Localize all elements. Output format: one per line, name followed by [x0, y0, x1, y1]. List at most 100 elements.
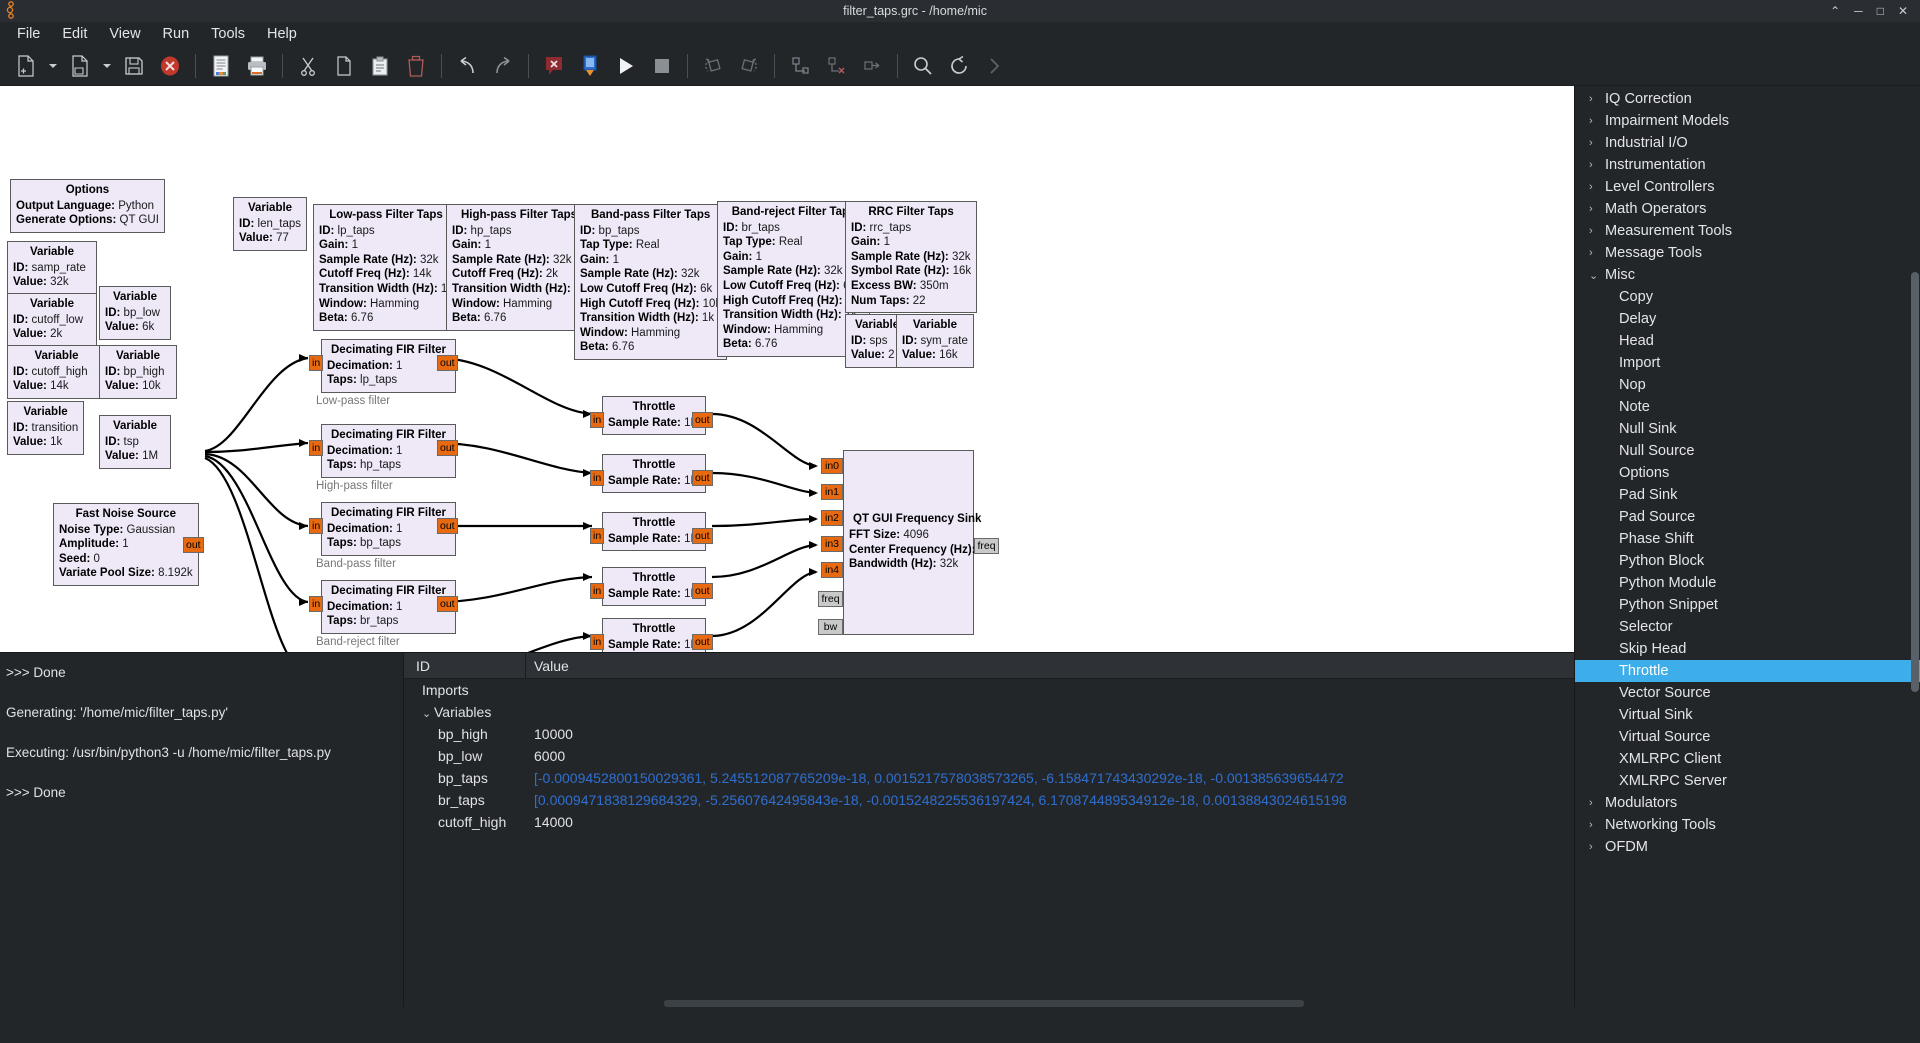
toggle-bypass-icon[interactable]: [854, 49, 890, 83]
message-port-freq[interactable]: freq: [818, 591, 843, 607]
menu-view[interactable]: View: [100, 24, 149, 44]
input-port[interactable]: in: [309, 518, 323, 534]
tree-pad-source[interactable]: Pad Source: [1575, 506, 1920, 528]
tree-throttle[interactable]: Throttle: [1575, 660, 1920, 682]
restore-button[interactable]: ─: [1854, 5, 1863, 17]
tree-networking-tools[interactable]: ›Networking Tools: [1575, 814, 1920, 836]
chevron-right-icon[interactable]: ›: [1589, 181, 1605, 193]
tree-note[interactable]: Note: [1575, 396, 1920, 418]
block-throttle-5[interactable]: ThrottleSample Rate: 1M: [602, 618, 706, 652]
menu-file[interactable]: File: [8, 24, 49, 44]
tree-xmlrpc-client[interactable]: XMLRPC Client: [1575, 748, 1920, 770]
block-variable-cutoff-high[interactable]: VariableID: cutoff_highValue: 14k: [7, 345, 106, 399]
output-port[interactable]: out: [692, 470, 713, 486]
input-port-in2[interactable]: in2: [821, 510, 843, 526]
output-port[interactable]: out: [437, 518, 458, 534]
find-icon[interactable]: [905, 49, 941, 83]
input-port-in4[interactable]: in4: [821, 562, 843, 578]
errors-icon[interactable]: [536, 49, 572, 83]
tree-copy[interactable]: Copy: [1575, 286, 1920, 308]
chevron-right-icon[interactable]: ›: [1589, 819, 1605, 831]
tree-python-block[interactable]: Python Block: [1575, 550, 1920, 572]
minimize-button[interactable]: ⌃: [1830, 5, 1840, 17]
chevron-right-icon[interactable]: ›: [1589, 159, 1605, 171]
block-decimating-fir-filter-lp[interactable]: Decimating FIR FilterDecimation: 1Taps: …: [321, 339, 456, 393]
more-icon[interactable]: [977, 49, 1013, 83]
chevron-right-icon[interactable]: ›: [1589, 115, 1605, 127]
open-dropdown-icon[interactable]: [98, 49, 116, 83]
properties-icon[interactable]: [203, 49, 239, 83]
block-throttle-4[interactable]: ThrottleSample Rate: 1M: [602, 567, 706, 606]
save-icon[interactable]: [116, 49, 152, 83]
reload-icon[interactable]: [941, 49, 977, 83]
close-button[interactable]: ✕: [1898, 5, 1908, 17]
input-port[interactable]: in: [590, 470, 604, 486]
chevron-right-icon[interactable]: ›: [1589, 93, 1605, 105]
open-flowgraph-icon[interactable]: [62, 49, 98, 83]
horizontal-scrollbar[interactable]: [664, 1000, 1304, 1007]
output-port[interactable]: out: [437, 440, 458, 456]
block-variable-transition[interactable]: VariableID: transitionValue: 1k: [7, 401, 84, 455]
output-port[interactable]: out: [692, 583, 713, 599]
menu-tools[interactable]: Tools: [202, 24, 254, 44]
column-header-id[interactable]: ID: [404, 653, 526, 679]
block-high-pass-filter-taps[interactable]: High-pass Filter TapsID: hp_tapsGain: 1S…: [446, 204, 592, 331]
chevron-down-icon[interactable]: ⌄: [422, 707, 434, 720]
input-port[interactable]: in: [590, 634, 604, 650]
tree-impairment-models[interactable]: ›Impairment Models: [1575, 110, 1920, 132]
tree-virtual-source[interactable]: Virtual Source: [1575, 726, 1920, 748]
var-row-bp-low[interactable]: bp_low6000: [404, 745, 1574, 767]
block-variable-bp-low[interactable]: VariableID: bp_lowValue: 6k: [99, 286, 171, 340]
output-port[interactable]: out: [437, 596, 458, 612]
paste-icon[interactable]: [362, 49, 398, 83]
output-port[interactable]: out: [692, 412, 713, 428]
input-port[interactable]: in: [590, 528, 604, 544]
var-row-br-taps[interactable]: br_taps[0.0009471838129684329, -5.256076…: [404, 789, 1574, 811]
flowgraph-canvas[interactable]: OptionsOutput Language: PythonGenerate O…: [0, 86, 1574, 652]
block-variable-len-taps[interactable]: VariableID: len_tapsValue: 77: [233, 197, 307, 251]
input-port[interactable]: in: [590, 583, 604, 599]
tree-iq-correction[interactable]: ›IQ Correction: [1575, 88, 1920, 110]
block-fast-noise-source[interactable]: Fast Noise SourceNoise Type: GaussianAmp…: [53, 503, 199, 586]
print-icon[interactable]: [239, 49, 275, 83]
block-variable-tsp[interactable]: VariableID: tspValue: 1M: [99, 415, 171, 469]
block-variable-sym-rate[interactable]: VariableID: sym_rateValue: 16k: [896, 314, 974, 368]
menu-run[interactable]: Run: [154, 24, 199, 44]
scrollbar-thumb[interactable]: [1911, 272, 1919, 692]
var-row-imports[interactable]: Imports: [404, 679, 1574, 701]
enable-icon[interactable]: [782, 49, 818, 83]
tree-python-module[interactable]: Python Module: [1575, 572, 1920, 594]
input-port-in1[interactable]: in1: [821, 484, 843, 500]
message-port-bw[interactable]: bw: [818, 619, 843, 635]
rotate-left-icon[interactable]: [695, 49, 731, 83]
tree-math-operators[interactable]: ›Math Operators: [1575, 198, 1920, 220]
tree-vector-source[interactable]: Vector Source: [1575, 682, 1920, 704]
tree-nop[interactable]: Nop: [1575, 374, 1920, 396]
block-decimating-fir-filter-bp[interactable]: Decimating FIR FilterDecimation: 1Taps: …: [321, 502, 456, 556]
tree-import[interactable]: Import: [1575, 352, 1920, 374]
block-throttle-1[interactable]: ThrottleSample Rate: 1M: [602, 396, 706, 435]
input-port[interactable]: in: [309, 440, 323, 456]
tree-modulators[interactable]: ›Modulators: [1575, 792, 1920, 814]
chevron-right-icon[interactable]: ›: [1589, 203, 1605, 215]
generate-icon[interactable]: [572, 49, 608, 83]
block-low-pass-filter-taps[interactable]: Low-pass Filter TapsID: lp_tapsGain: 1Sa…: [313, 204, 459, 331]
block-tree-scrollbar[interactable]: [1911, 86, 1919, 828]
tree-head[interactable]: Head: [1575, 330, 1920, 352]
block-decimating-fir-filter-br[interactable]: Decimating FIR FilterDecimation: 1Taps: …: [321, 580, 456, 634]
tree-delay[interactable]: Delay: [1575, 308, 1920, 330]
block-qt-gui-frequency-sink[interactable]: QT GUI Frequency SinkFFT Size: 4096Cente…: [843, 450, 974, 635]
input-port[interactable]: in: [309, 355, 323, 371]
tree-industrial-io[interactable]: ›Industrial I/O: [1575, 132, 1920, 154]
menu-edit[interactable]: Edit: [53, 24, 96, 44]
output-port[interactable]: out: [437, 355, 458, 371]
tree-phase-shift[interactable]: Phase Shift: [1575, 528, 1920, 550]
tree-skip-head[interactable]: Skip Head: [1575, 638, 1920, 660]
tree-message-tools[interactable]: ›Message Tools: [1575, 242, 1920, 264]
new-flowgraph-icon[interactable]: [8, 49, 44, 83]
chevron-right-icon[interactable]: ›: [1589, 841, 1605, 853]
block-rrc-filter-taps[interactable]: RRC Filter TapsID: rrc_tapsGain: 1Sample…: [845, 201, 977, 313]
console-output[interactable]: >>> Done Generating: '/home/mic/filter_t…: [0, 653, 404, 1007]
block-options[interactable]: OptionsOutput Language: PythonGenerate O…: [10, 179, 165, 233]
block-band-pass-filter-taps[interactable]: Band-pass Filter TapsID: bp_tapsTap Type…: [574, 204, 727, 360]
